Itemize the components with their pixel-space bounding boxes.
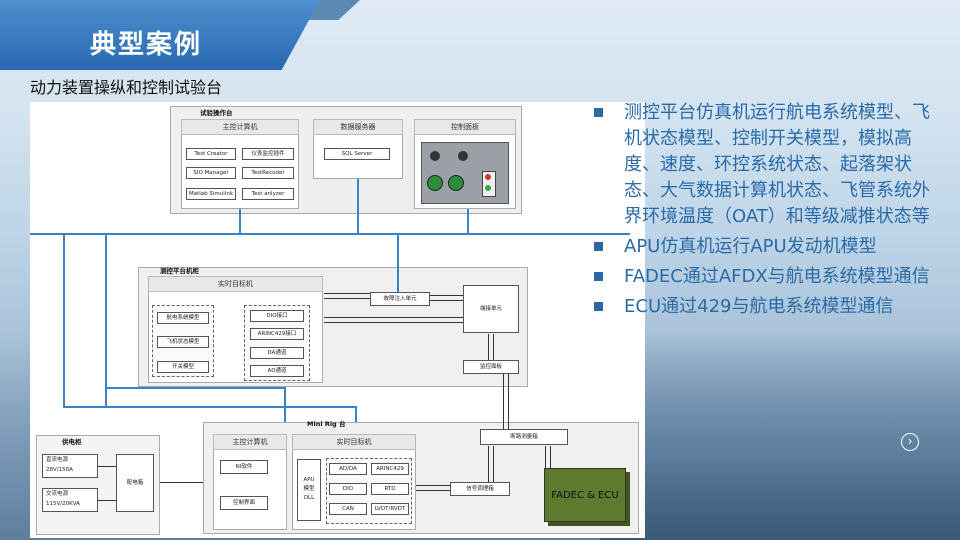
breakout-box: 断路测量箱: [480, 429, 568, 445]
bus-connector: [105, 387, 285, 389]
io-item: RTD: [371, 483, 409, 495]
title-banner: [0, 0, 320, 70]
dc-power-box: 直流电源 28V/150A: [42, 454, 98, 478]
control-panel-title: 控制面板: [414, 119, 516, 135]
mini-main-computer-title: 主控计算机: [213, 434, 287, 450]
io-item: ARINC429: [371, 463, 409, 475]
sql-server-item: SQL Server: [324, 148, 390, 160]
bullet-item: 测控平台仿真机运行航电系统模型、飞机状态模型、控制开关模型，模拟高度、速度、环控…: [592, 100, 932, 230]
data-server-title: 数据服务器: [313, 119, 403, 135]
io-item: AD/DA: [329, 463, 367, 475]
bullet-text: 测控平台仿真机运行航电系统模型、飞机状态模型、控制开关模型，模拟高度、速度、环控…: [624, 102, 930, 227]
distribution-box: 配电箱: [116, 454, 154, 512]
power-line: [98, 500, 116, 501]
bullet-item: APU仿真机运行APU发动机模型: [592, 234, 932, 260]
bullet-item: ECU通过429与航电系统模型通信: [592, 294, 932, 320]
terminal-box: 端接单元: [463, 285, 519, 333]
main-computer-title: 主控计算机: [181, 119, 299, 135]
connector-arrow: [324, 317, 463, 323]
square-bullet-icon: [594, 302, 603, 311]
bus-connector: [105, 235, 107, 387]
sw-item: SIO Manager: [186, 167, 236, 179]
square-bullet-icon: [594, 272, 603, 281]
bullet-text: FADEC通过AFDX与航电系统模型通信: [624, 266, 930, 287]
io-item: DIO: [329, 483, 367, 495]
fault-injection-box: 故障注入单元: [370, 292, 430, 306]
square-bullet-icon: [594, 108, 603, 117]
bus-connector: [397, 235, 399, 292]
bus-connector: [63, 235, 65, 407]
io-item: DIO接口: [250, 310, 304, 322]
connector-arrow: [488, 446, 494, 482]
signal-box: 信号调理箱: [450, 482, 510, 496]
square-bullet-icon: [594, 242, 603, 251]
apu-dll-box: APU 模型 DLL: [297, 459, 321, 521]
background-sea: [600, 330, 960, 540]
io-item: DA通道: [250, 347, 304, 359]
rt-target-title: 实时目标机: [148, 276, 323, 292]
bus-connector: [239, 209, 241, 233]
bus-connector: [105, 387, 107, 407]
power-line: [98, 466, 116, 467]
io-item: ARINC429接口: [250, 328, 304, 340]
page-title: 典型案例: [89, 30, 202, 60]
bus-line: [30, 233, 630, 235]
connector-arrow: [416, 485, 450, 491]
control-ui-box: 控制界面: [220, 496, 268, 510]
model-item: 航电系统模型: [157, 312, 209, 324]
control-panel-image: [421, 142, 509, 204]
io-item: LVDT/RVDT: [371, 503, 409, 515]
bullet-item: FADEC通过AFDX与航电系统模型通信: [592, 264, 932, 290]
bus-connector: [355, 406, 357, 428]
bullet-text: ECU通过429与航电系统模型通信: [624, 296, 894, 317]
ac-power-box: 交流电源 115V/20KVA: [42, 488, 98, 512]
mini-main-computer-box: [213, 434, 287, 530]
connector-arrow: [545, 446, 551, 468]
bullet-text: APU仿真机运行APU发动机模型: [624, 236, 877, 257]
connector-arrow: [503, 374, 509, 429]
mini-rt-target-title: 实时目标机: [292, 434, 416, 450]
bullet-list: 测控平台仿真机运行航电系统模型、飞机状态模型、控制开关模型，模拟高度、速度、环控…: [592, 100, 932, 324]
connector-arrow: [488, 334, 494, 360]
system-diagram: 试验操作台 主控计算机 Test Creator 仪表监控插件 SIO Mana…: [30, 102, 645, 538]
sw-item: TestRecoder: [242, 167, 294, 179]
sw-item: Test Creator: [186, 148, 236, 160]
sw-item: 仪表监控插件: [242, 148, 294, 160]
bus-connector: [467, 209, 469, 233]
bus-connector: [284, 387, 286, 427]
cabinet-label: 测控平台机柜: [160, 267, 199, 275]
console-label: 试验操作台: [200, 109, 233, 117]
model-item: 开关模型: [157, 361, 209, 373]
monitor-box: 监控面板: [463, 360, 519, 374]
sw-item: Matlab Simulink: [186, 188, 236, 200]
mini-rig-label: Mini Rig 台: [307, 420, 346, 428]
circle-arrow-right-icon[interactable]: ›: [901, 433, 919, 451]
power-line: [160, 482, 203, 483]
ni-software-box: NI软件: [220, 460, 268, 474]
bus-connector: [63, 406, 357, 408]
bus-connector: [357, 179, 359, 233]
connector-arrow: [430, 295, 463, 301]
fadec-ecu-box: FADEC & ECU: [544, 468, 626, 522]
power-cabinet-label: 供电柜: [62, 438, 82, 446]
model-item: 飞机状态模型: [157, 336, 209, 348]
connector-arrow: [324, 293, 370, 299]
io-item: CAN: [329, 503, 367, 515]
page-subtitle: 动力装置操纵和控制试验台: [30, 78, 223, 97]
io-item: AD通道: [250, 365, 304, 377]
sw-item: Test anlyzer: [242, 188, 294, 200]
